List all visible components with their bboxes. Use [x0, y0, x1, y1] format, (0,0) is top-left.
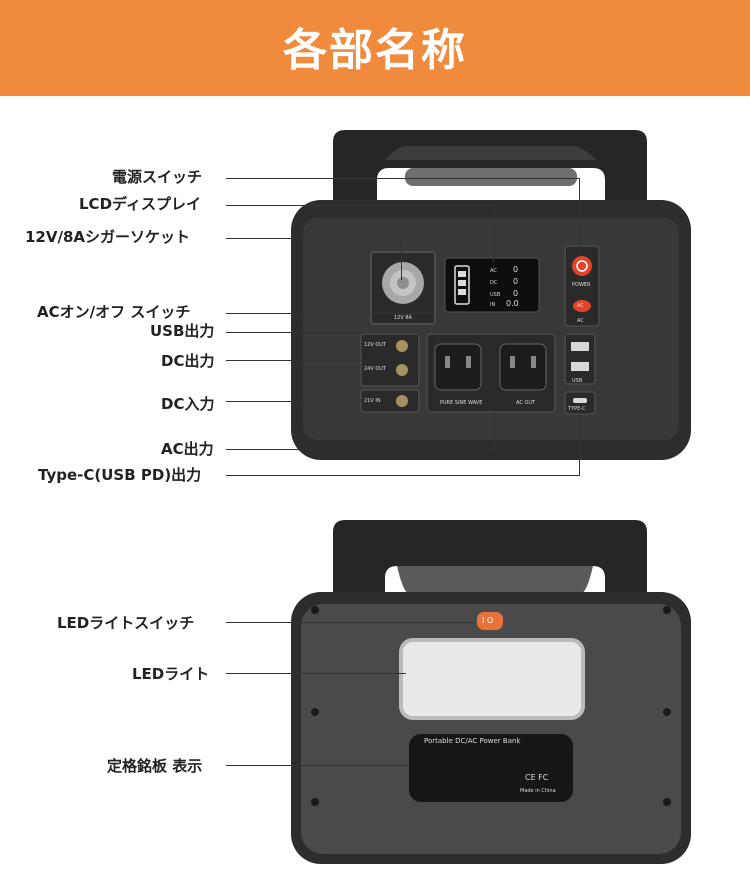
label-usb-out: USB出力	[150, 322, 215, 340]
label-dc-out: DC出力	[161, 352, 215, 370]
plate-made: Made in China	[520, 788, 556, 794]
lcd-ac-label: AC	[490, 268, 497, 274]
label-power-switch: 電源スイッチ	[112, 168, 203, 186]
label-led-switch: LEDライトスイッチ	[57, 614, 195, 632]
leader-ac-out	[226, 449, 494, 450]
back-device	[291, 520, 691, 864]
label-lcd-display: LCDディスプレイ	[79, 195, 201, 213]
leader-power-switch-v	[579, 178, 580, 256]
label-ac-switch: ACオン/オフ スイッチ	[37, 303, 191, 321]
leader-usb-out	[226, 332, 574, 333]
ac-label: AC	[577, 318, 584, 324]
lcd-usb-label: USB	[490, 292, 501, 298]
plate-marks: CE FC	[525, 773, 549, 782]
socket-label: 12V 8A	[394, 315, 412, 321]
leader-lcd-display-v	[493, 205, 494, 263]
leader-power-switch	[226, 178, 580, 179]
usb-label: USB	[572, 378, 583, 384]
label-typec-out: Type-C(USB PD)出力	[38, 466, 202, 484]
leader-lcd-display	[226, 205, 494, 206]
leader-dc-in	[226, 401, 362, 402]
leader-nameplate	[226, 765, 408, 766]
dc-12v-label: 12V OUT	[364, 342, 387, 348]
leader-ac-switch	[226, 313, 570, 314]
led-switch-glyph: I O	[482, 616, 494, 625]
label-dc-in: DC入力	[161, 395, 215, 413]
page-title: 各部名称	[283, 25, 467, 76]
sine-wave-label: PURE SINE WAVE	[440, 400, 483, 406]
label-led-light: LEDライト	[132, 665, 210, 683]
title-banner: 各部名称	[0, 0, 750, 96]
typec-label: TYPE-C	[568, 406, 586, 412]
leader-dc-out	[226, 360, 362, 361]
ac-out-label: AC OUT	[516, 400, 536, 406]
dc-24v-label: 24V OUT	[364, 366, 387, 372]
label-ac-out: AC出力	[161, 440, 214, 458]
label-nameplate: 定格銘板 表示	[107, 757, 203, 775]
front-device	[291, 130, 691, 460]
leader-cigar-socket-v	[401, 238, 402, 280]
lcd-value-4: 0.0	[506, 299, 519, 308]
lcd-value-3: 0	[513, 289, 519, 298]
leader-typec-out	[226, 475, 580, 476]
plate-title: Portable DC/AC Power Bank	[424, 737, 521, 745]
dc-in-label: 21V IN	[364, 398, 381, 404]
label-cigar-socket: 12V/8Aシガーソケット	[25, 228, 191, 246]
leader-led-switch	[226, 622, 476, 623]
lcd-value-2: 0	[513, 277, 519, 286]
lcd-value-1: 0	[513, 265, 519, 274]
lcd-in-label: IN	[490, 302, 496, 308]
ac-button-label: AC	[577, 303, 584, 309]
leader-typec-out-v	[579, 414, 580, 476]
leader-led-light	[226, 673, 406, 674]
lcd-dc-label: DC	[490, 280, 498, 286]
leader-cigar-socket	[226, 238, 402, 239]
leader-ac-out-v	[493, 412, 494, 450]
power-label: POWER	[572, 282, 591, 288]
